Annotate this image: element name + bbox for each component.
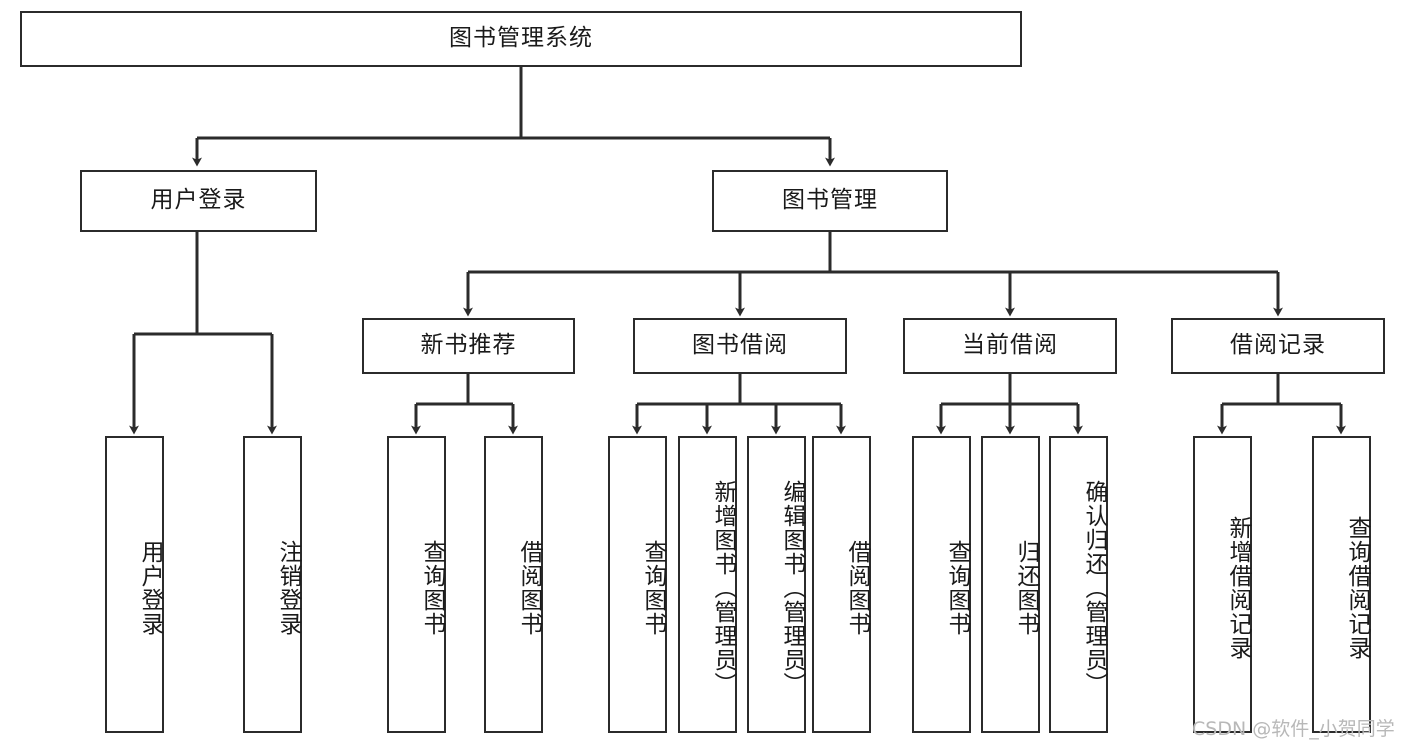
leaf-recommend-borrow-book[interactable]: 借阅图书 xyxy=(484,436,543,733)
node-label: 新增借阅记录 xyxy=(1225,515,1251,660)
leaf-user-login-signin[interactable]: 用户登录 xyxy=(105,436,164,733)
leaf-record-query-record[interactable]: 查询借阅记录 xyxy=(1312,436,1371,733)
node-label: 查询借阅记录 xyxy=(1344,515,1370,660)
leaf-current-confirm-return-admin[interactable]: 确认归还（管理员） xyxy=(1049,436,1108,733)
leaf-current-return-book[interactable]: 归还图书 xyxy=(981,436,1040,733)
node-label: 用户登录 xyxy=(137,539,163,636)
node-label: 图书借阅 xyxy=(692,332,788,359)
node-new-book-recommend[interactable]: 新书推荐 xyxy=(362,318,575,374)
node-label: 图书管理 xyxy=(782,187,878,214)
leaf-borrow-add-book-admin[interactable]: 新增图书（管理员） xyxy=(678,436,737,733)
node-label: 当前借阅 xyxy=(962,332,1058,359)
node-label: 查询图书 xyxy=(419,539,445,636)
node-label: 查询图书 xyxy=(640,539,666,636)
leaf-recommend-query-book[interactable]: 查询图书 xyxy=(387,436,446,733)
node-label: 编辑图书（管理员） xyxy=(779,479,805,696)
node-borrow-record[interactable]: 借阅记录 xyxy=(1171,318,1385,374)
leaf-borrow-query-book[interactable]: 查询图书 xyxy=(608,436,667,733)
leaf-borrow-edit-book-admin[interactable]: 编辑图书（管理员） xyxy=(747,436,806,733)
node-label: 借阅图书 xyxy=(844,539,870,636)
leaf-record-add-record[interactable]: 新增借阅记录 xyxy=(1193,436,1252,733)
node-label: 注销登录 xyxy=(275,539,301,636)
node-label: 借阅图书 xyxy=(516,539,542,636)
node-book-management[interactable]: 图书管理 xyxy=(712,170,948,232)
leaf-current-query-book[interactable]: 查询图书 xyxy=(912,436,971,733)
csdn-watermark: CSDN @软件_小贺同学 xyxy=(1192,718,1395,740)
node-label: 图书管理系统 xyxy=(449,25,593,52)
node-user-login[interactable]: 用户登录 xyxy=(80,170,317,232)
node-label: 用户登录 xyxy=(150,187,247,214)
node-label: 借阅记录 xyxy=(1230,332,1326,359)
node-label: 查询图书 xyxy=(944,539,970,636)
node-label: 新增图书（管理员） xyxy=(710,479,736,696)
node-current-borrow[interactable]: 当前借阅 xyxy=(903,318,1117,374)
node-book-borrow[interactable]: 图书借阅 xyxy=(633,318,847,374)
node-root-system[interactable]: 图书管理系统 xyxy=(20,11,1022,67)
node-label: 确认归还（管理员） xyxy=(1081,479,1107,696)
node-label: 归还图书 xyxy=(1013,539,1039,636)
node-label: 新书推荐 xyxy=(420,332,517,359)
leaf-user-login-signout[interactable]: 注销登录 xyxy=(243,436,302,733)
leaf-borrow-borrow-book[interactable]: 借阅图书 xyxy=(812,436,871,733)
